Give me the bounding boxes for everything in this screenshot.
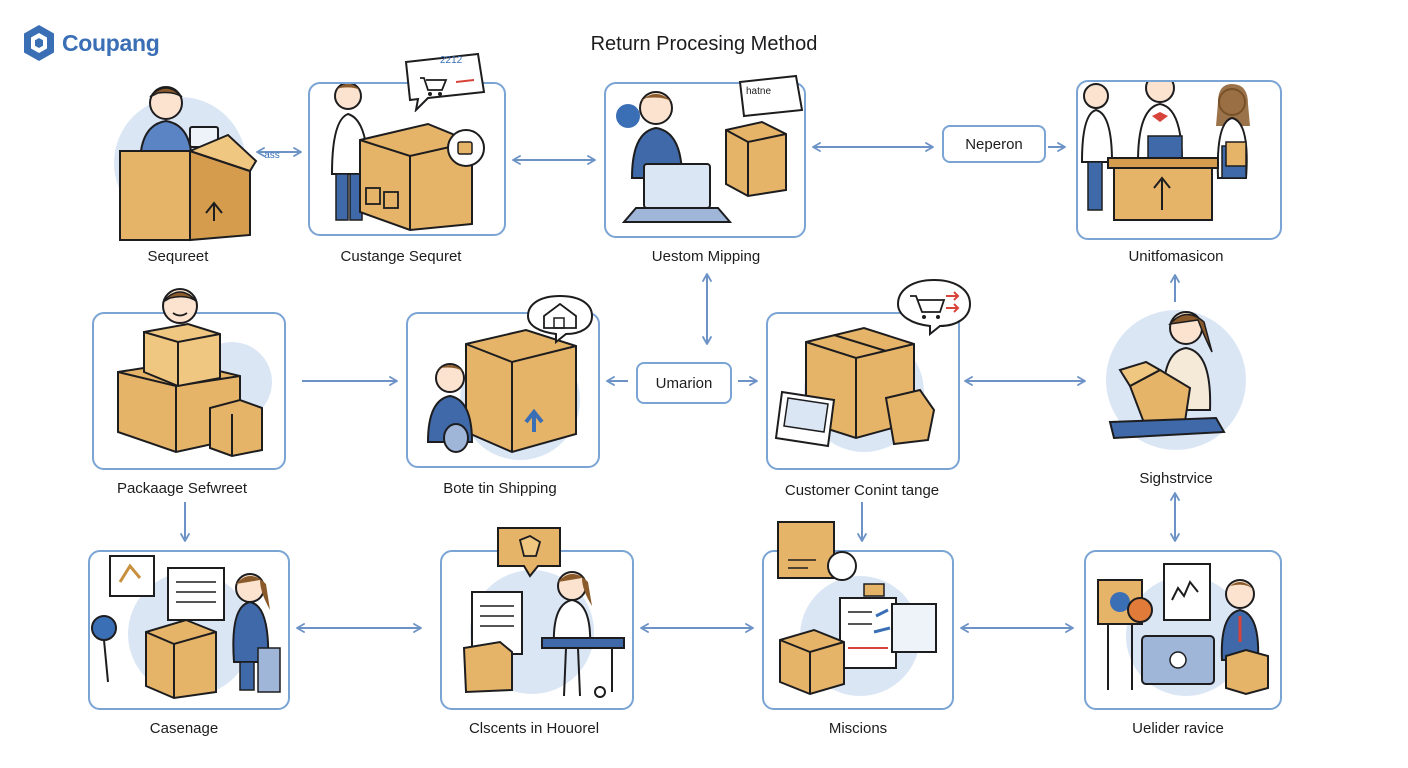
node-frame-casenage[interactable] — [88, 550, 290, 710]
note-card-shape — [738, 74, 804, 118]
counter-service-illustration — [1080, 82, 1250, 221]
diagram-title: Return Procesing Method — [590, 33, 818, 55]
label-customer: Customer Conint tange — [784, 482, 940, 499]
node-frame-customer[interactable] — [766, 312, 960, 470]
label-uelider: Uelider ravice — [1132, 720, 1224, 737]
person-laptop-illustration — [616, 91, 787, 223]
person-box-illustration — [114, 86, 258, 242]
speech-small-text: 2212 — [440, 55, 463, 66]
person-unboxing-illustration — [1106, 310, 1246, 450]
node-frame-custange[interactable] — [308, 82, 506, 236]
label-casenage: Casenage — [149, 720, 219, 737]
brand-logo[interactable]: Coupang — [22, 24, 160, 62]
floating-box-card — [776, 520, 860, 586]
service-desk-illustration — [1097, 563, 1269, 696]
documents-boxes-illustration — [779, 576, 937, 696]
document-worker-illustration — [462, 570, 625, 698]
node-frame-mipping[interactable] — [604, 82, 806, 238]
coupang-logo-icon — [24, 25, 54, 61]
node-frame-uelider[interactable] — [1084, 550, 1282, 710]
speech-bubble-box — [494, 524, 564, 580]
stacked-boxes-illustration — [117, 322, 272, 458]
illustration-sequreet[interactable] — [100, 75, 260, 245]
label-miscions: Miscions — [828, 720, 888, 737]
brand-name: Coupang — [62, 29, 160, 56]
label-unitfomasicon: Unitfomasicon — [1128, 248, 1224, 265]
box-card-icon — [777, 521, 857, 581]
label-custange: Custange Sequret — [340, 248, 462, 265]
box-speech-icon — [497, 527, 561, 578]
node-frame-package[interactable] — [92, 312, 286, 470]
speech-bubble-cart — [398, 52, 490, 113]
node-frame-miscions[interactable] — [762, 550, 954, 710]
label-sequreet: Sequreet — [147, 248, 209, 265]
person-carrying-box-illustration — [330, 84, 485, 232]
house-speech-icon — [526, 294, 594, 345]
desk-worker-illustration — [91, 555, 281, 700]
illustration-sighstrvice[interactable] — [1100, 300, 1250, 450]
avatar-icon — [162, 288, 198, 324]
sequreet-side-text: ass — [264, 150, 280, 161]
node-frame-unitfomasicon[interactable] — [1076, 80, 1282, 240]
node-neperon[interactable]: Neperon — [942, 125, 1046, 163]
label-sighstrvice: Sighstrvice — [1139, 470, 1213, 487]
node-frame-clscents[interactable] — [440, 550, 634, 710]
speech-bubble-house — [526, 294, 594, 345]
person-head — [158, 282, 202, 326]
cart-arrows-speech-icon — [896, 278, 972, 337]
note-card — [736, 74, 804, 118]
node-umarion[interactable]: Umarion — [636, 362, 732, 404]
speech-bubble-cart-2 — [894, 278, 974, 337]
label-bote: Bote tin Shipping — [443, 480, 557, 497]
cart-speech-icon — [404, 52, 486, 113]
person-big-box-illustration — [426, 328, 580, 460]
boxes-and-tablet-illustration — [774, 326, 936, 452]
label-package: Packaage Sefwreet — [116, 480, 248, 497]
label-clscents: Clscents in Houorel — [468, 720, 600, 737]
node-frame-bote[interactable] — [406, 312, 600, 468]
note-card-text: hatne — [746, 86, 772, 97]
label-mipping: Uestom Mipping — [651, 248, 761, 265]
